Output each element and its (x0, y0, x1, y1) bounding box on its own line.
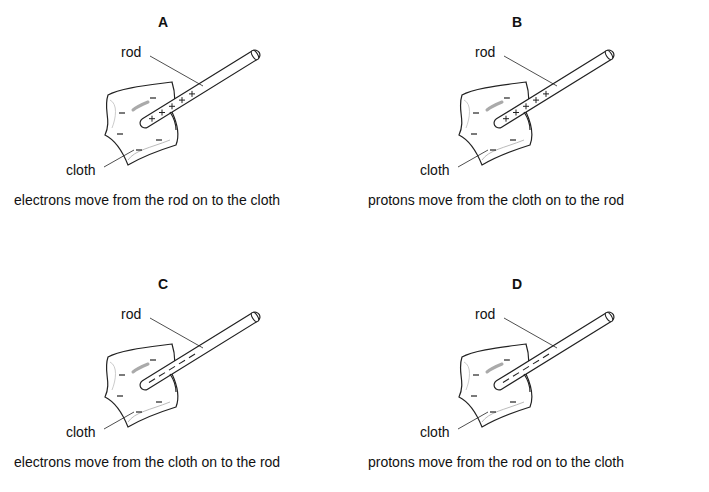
negative-charges (471, 360, 516, 412)
rod-and-cloth (104, 49, 260, 167)
positive-charges (503, 91, 549, 122)
part-label: cloth (66, 162, 96, 178)
negative-charges (149, 354, 195, 383)
rod-and-cloth (458, 49, 614, 167)
positive-charges (149, 91, 195, 122)
panel-c-figure (104, 311, 260, 429)
negative-charges (471, 98, 516, 150)
part-label: cloth (66, 424, 96, 440)
part-label: cloth (420, 424, 450, 440)
negative-charges (117, 360, 162, 412)
panel-a-figure (104, 49, 260, 167)
part-label: rod (121, 306, 141, 322)
negative-charges (503, 354, 549, 383)
part-label: cloth (420, 162, 450, 178)
option-statement: electrons move from the cloth on to the … (14, 454, 280, 470)
option-letter: C (158, 276, 168, 292)
part-label: rod (121, 44, 141, 60)
option-letter: A (158, 14, 168, 30)
panel-d-figure (458, 311, 614, 429)
option-letter: B (512, 14, 522, 30)
option-letter: D (512, 276, 522, 292)
rod-and-cloth (104, 311, 260, 429)
option-statement: protons move from the cloth on to the ro… (368, 192, 624, 208)
option-statement: electrons move from the rod on to the cl… (14, 192, 280, 208)
rod-and-cloth (458, 311, 614, 429)
negative-charges (117, 98, 162, 150)
part-label: rod (475, 306, 495, 322)
panel-b-figure (458, 49, 614, 167)
part-label: rod (475, 44, 495, 60)
option-statement: protons move from the rod on to the clot… (368, 454, 624, 470)
